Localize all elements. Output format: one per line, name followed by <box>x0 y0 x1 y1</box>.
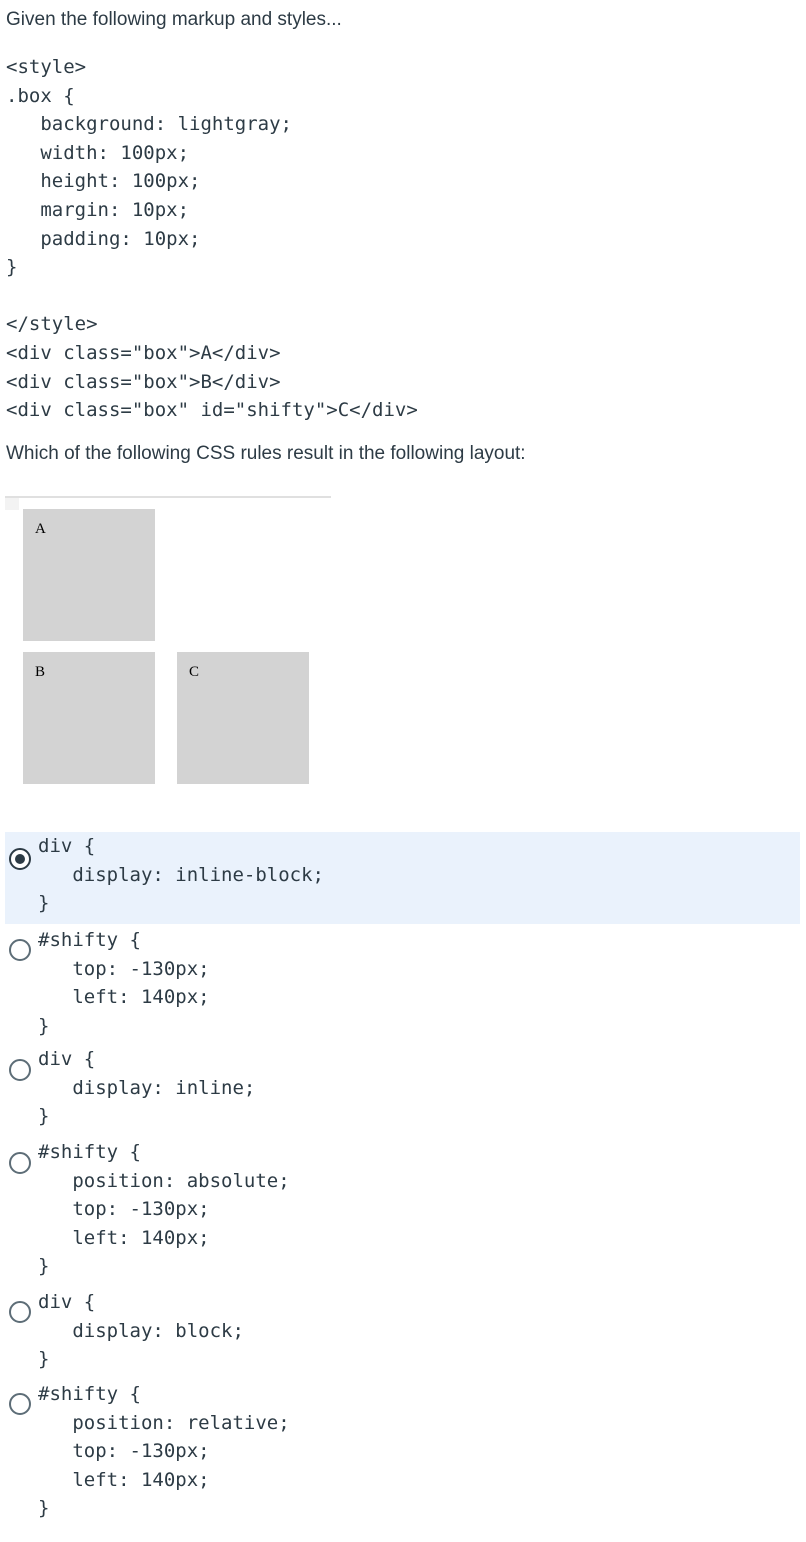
code-line: background: lightgray; <box>6 113 292 136</box>
answer-line: div { <box>38 1291 96 1313</box>
answer-line: display: inline; <box>38 1076 256 1099</box>
answer-line: } <box>38 1348 50 1371</box>
answer-line: top: -130px; <box>38 1198 210 1221</box>
answer-option-4[interactable]: #shifty { position: absolute; top: -130p… <box>5 1138 800 1286</box>
code-line: <style> <box>6 56 87 78</box>
layout-preview: A B C <box>5 496 331 796</box>
code-line <box>6 282 418 311</box>
code-line: .box { <box>6 84 75 107</box>
code-line: width: 100px; <box>6 141 190 164</box>
answer-line: position: relative; <box>38 1411 290 1434</box>
code-line: <div class="box">B</div> <box>6 370 281 393</box>
preview-box-a: A <box>23 509 155 641</box>
answer-line: left: 140px; <box>38 986 210 1009</box>
answer-line: #shifty { <box>38 1383 141 1405</box>
answer-option-2[interactable]: #shifty { top: -130px; left: 140px;} <box>5 926 800 1046</box>
answer-line: top: -130px; <box>38 957 210 980</box>
box-label: C <box>189 664 200 680</box>
code-line: <div class="box">A</div> <box>6 341 281 364</box>
answer-line: } <box>38 1255 50 1278</box>
answer-line: left: 140px; <box>38 1468 210 1491</box>
radio-button[interactable] <box>9 848 31 870</box>
code-sample: <style> .box { background: lightgray; wid… <box>6 53 418 425</box>
answer-line: position: absolute; <box>38 1169 290 1192</box>
preview-box-c: C <box>177 652 309 784</box>
code-line: <div class="box" id="shifty">C</div> <box>6 399 418 422</box>
answer-code: #shifty { position: relative; top: -130p… <box>38 1380 290 1523</box>
radio-button[interactable] <box>9 1059 31 1081</box>
answer-line: } <box>38 1497 50 1520</box>
intro-text: Given the following markup and styles... <box>6 9 342 30</box>
answer-line: } <box>38 892 50 915</box>
answer-code: div { display: inline;} <box>38 1045 255 1131</box>
answer-line: display: inline-block; <box>38 863 324 886</box>
answer-option-1[interactable]: div { display: inline-block;} <box>5 832 800 924</box>
answer-line: display: block; <box>38 1319 244 1342</box>
answer-line: } <box>38 1105 50 1128</box>
code-line: margin: 10px; <box>6 198 190 221</box>
answer-line: top: -130px; <box>38 1440 210 1463</box>
radio-button[interactable] <box>9 1393 31 1415</box>
code-line: height: 100px; <box>6 170 201 193</box>
answer-line: } <box>38 1014 50 1037</box>
code-line: </style> <box>6 313 98 336</box>
preview-box-b: B <box>23 652 155 784</box>
answer-line: left: 140px; <box>38 1226 210 1249</box>
answer-code: #shifty { position: absolute; top: -130p… <box>38 1138 290 1281</box>
answer-code: div { display: inline-block;} <box>38 832 324 918</box>
answer-line: #shifty { <box>38 929 141 951</box>
question-text: Which of the following CSS rules result … <box>6 443 526 464</box>
radio-button[interactable] <box>9 1152 31 1174</box>
code-line: } <box>6 256 18 279</box>
preview-corner <box>5 498 19 510</box>
answer-option-5[interactable]: div { display: block;} <box>5 1288 800 1380</box>
preview-divider <box>5 496 331 498</box>
radio-button[interactable] <box>9 939 31 961</box>
answer-code: div { display: block;} <box>38 1288 244 1374</box>
answer-option-3[interactable]: div { display: inline;} <box>5 1045 800 1137</box>
answer-line: div { <box>38 835 96 857</box>
answer-line: div { <box>38 1048 96 1070</box>
answer-option-6[interactable]: #shifty { position: relative; top: -130p… <box>5 1380 800 1528</box>
radio-button[interactable] <box>9 1301 31 1323</box>
answer-line: #shifty { <box>38 1141 141 1163</box>
box-label: A <box>35 521 46 537</box>
code-line: padding: 10px; <box>6 227 201 250</box>
box-label: B <box>35 664 46 680</box>
answer-code: #shifty { top: -130px; left: 140px;} <box>38 926 210 1040</box>
